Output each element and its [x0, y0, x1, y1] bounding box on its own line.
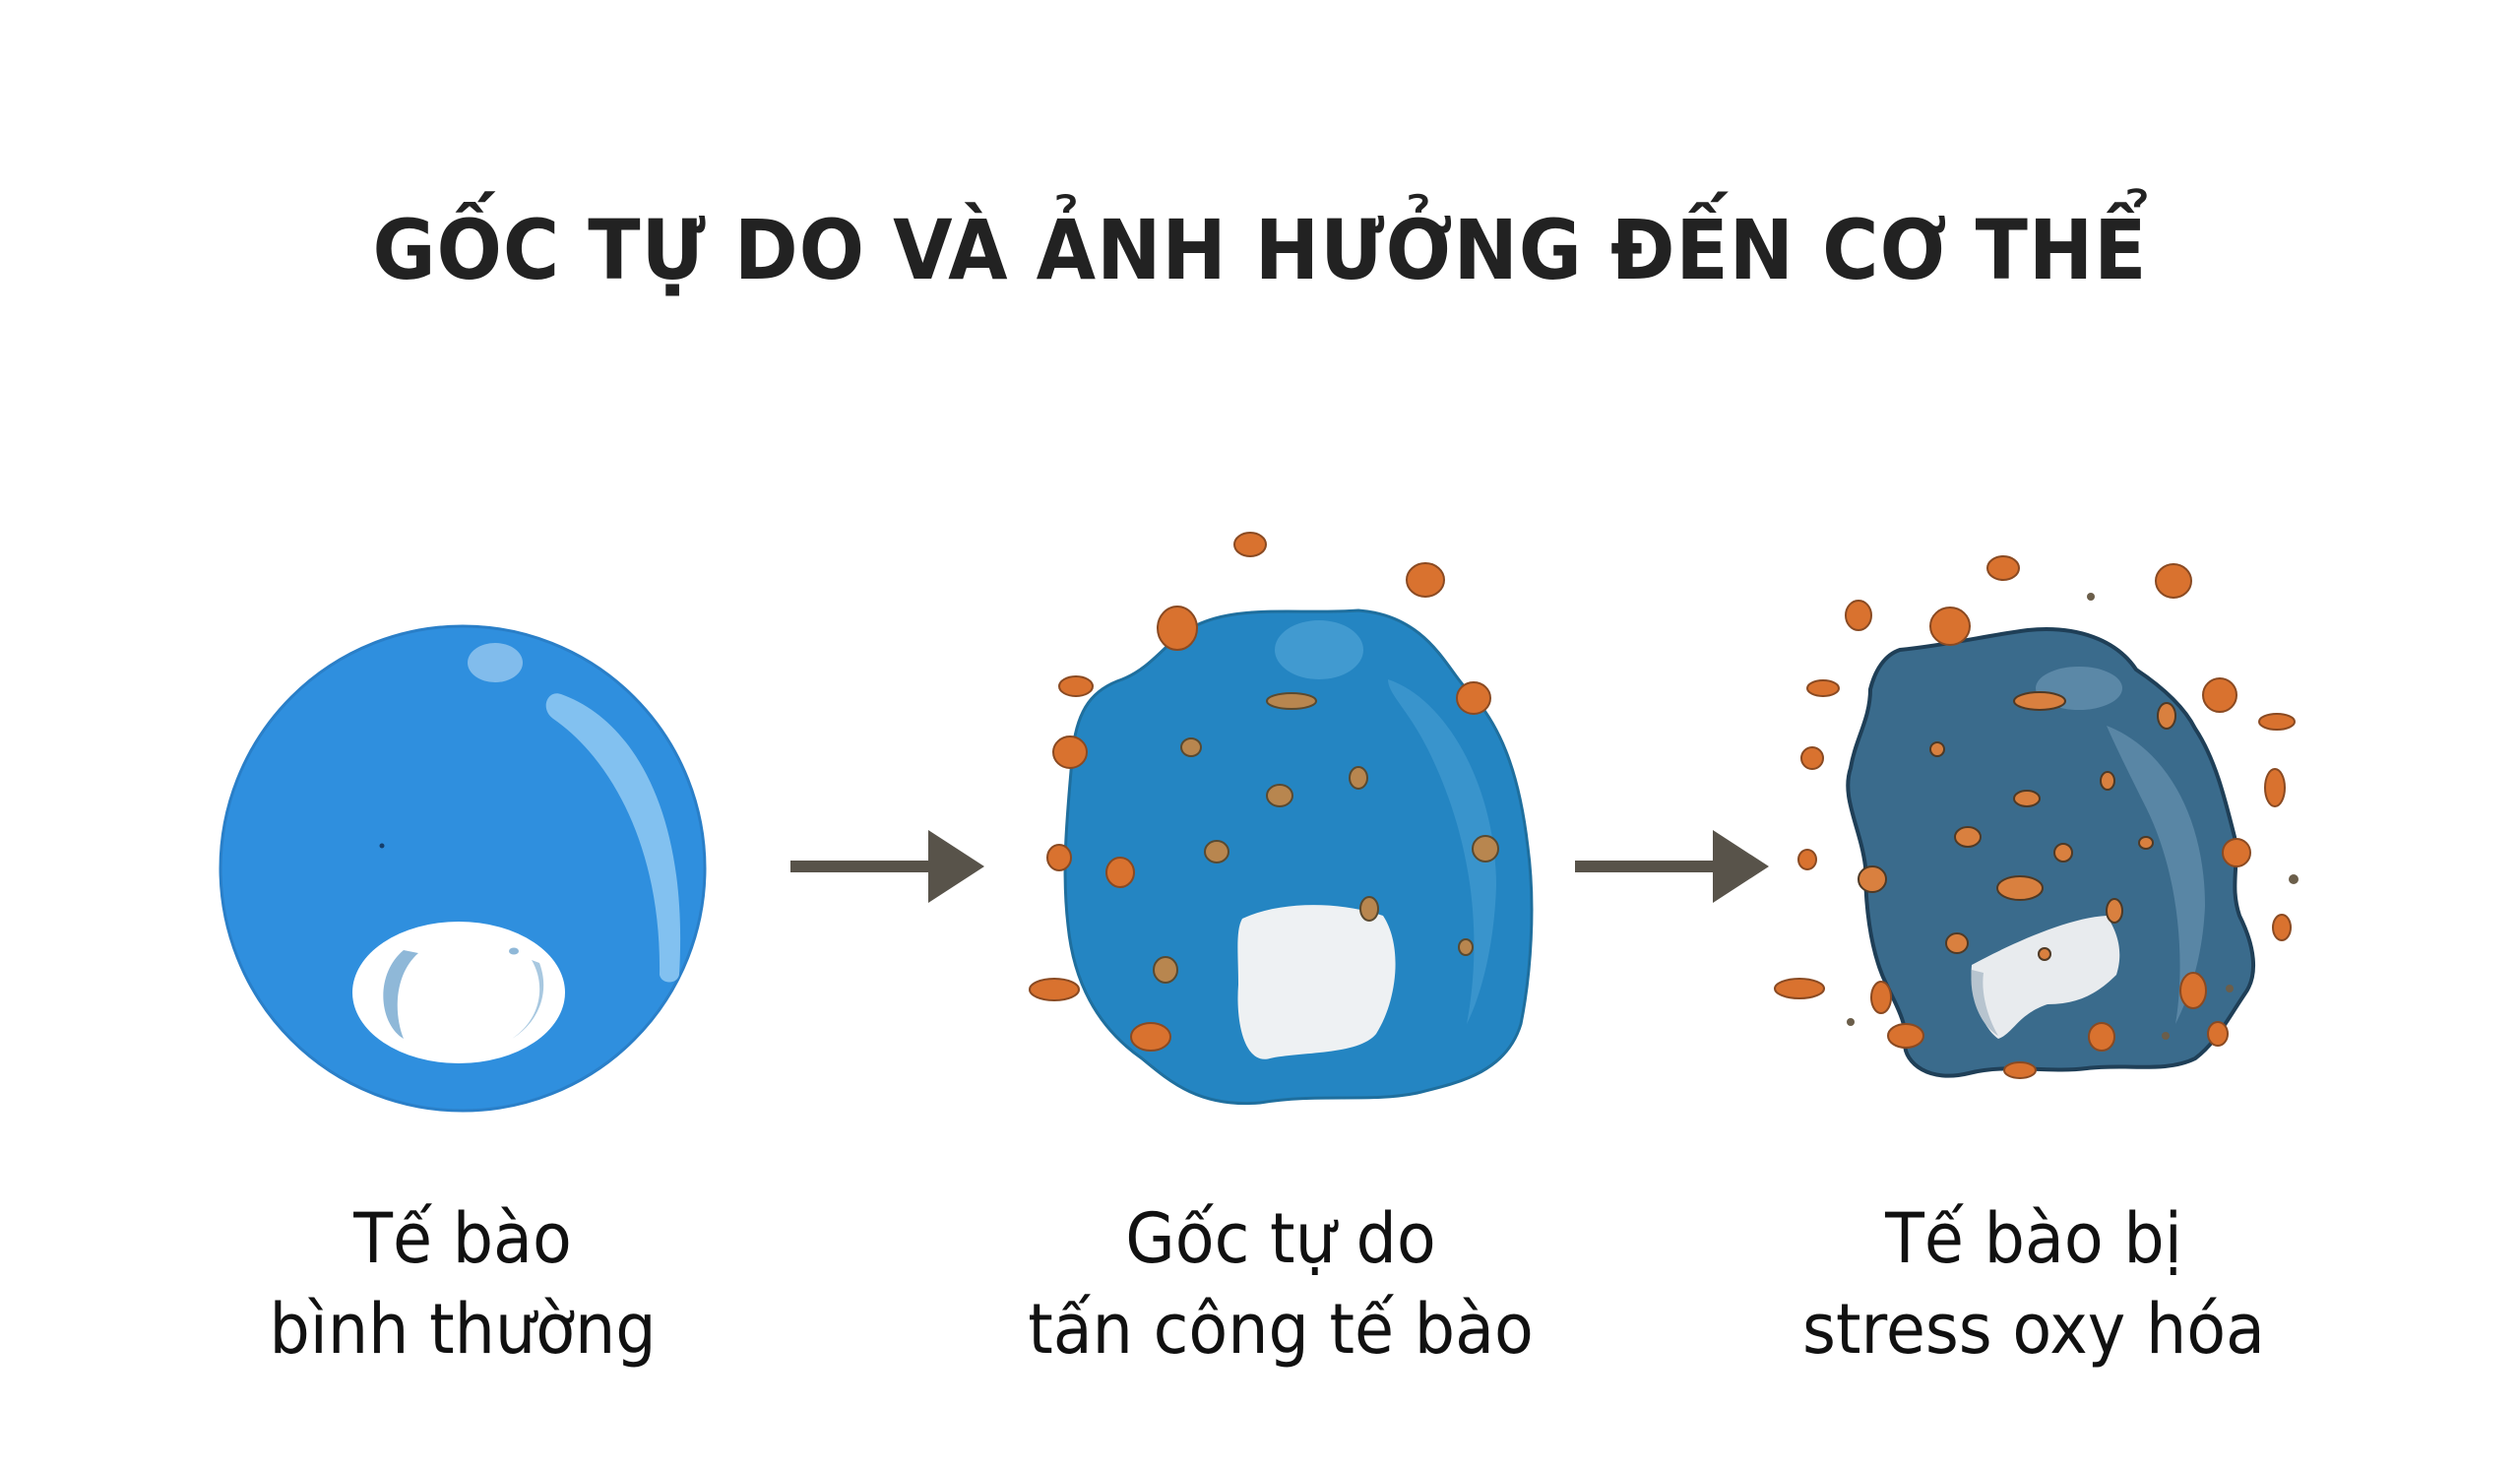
- diagram-title: GỐC TỰ DO VÀ ẢNH HƯỞNG ĐẾN CƠ THỂ: [372, 202, 2148, 298]
- healthy-cell-icon: [219, 624, 707, 1113]
- stage-label-line2: bình thường: [269, 1289, 657, 1370]
- internal-damage-spots: [1858, 691, 2176, 961]
- arrow-right-icon: [1575, 830, 1769, 903]
- free-radical-particles: [1029, 532, 1491, 1052]
- stage-label-line2: stress oxy hóa: [1802, 1289, 2265, 1370]
- stage-label-line2: tấn công tế bào: [1028, 1289, 1534, 1370]
- stage-label-normal: Tế bào bình thường: [143, 1193, 784, 1375]
- cell-under-attack-icon: [1029, 532, 1534, 1106]
- free-radical-particles: [1774, 555, 2296, 1079]
- internal-damage-spots: [1153, 692, 1499, 984]
- stage-label-line1: Tế bào bị: [1885, 1198, 2182, 1279]
- stage-label-stressed: Tế bào bị stress oxy hóa: [1714, 1193, 2355, 1375]
- stage-label-attacked: Gốc tự do tấn công tế bào: [961, 1193, 1602, 1375]
- dark-debris-particles: [1847, 593, 2299, 1040]
- stage-label-line1: Tế bào: [353, 1198, 572, 1279]
- stage-label-line1: Gốc tự do: [1125, 1198, 1436, 1279]
- arrow-right-icon: [790, 830, 984, 903]
- oxidative-stress-cell-icon: [1774, 555, 2299, 1079]
